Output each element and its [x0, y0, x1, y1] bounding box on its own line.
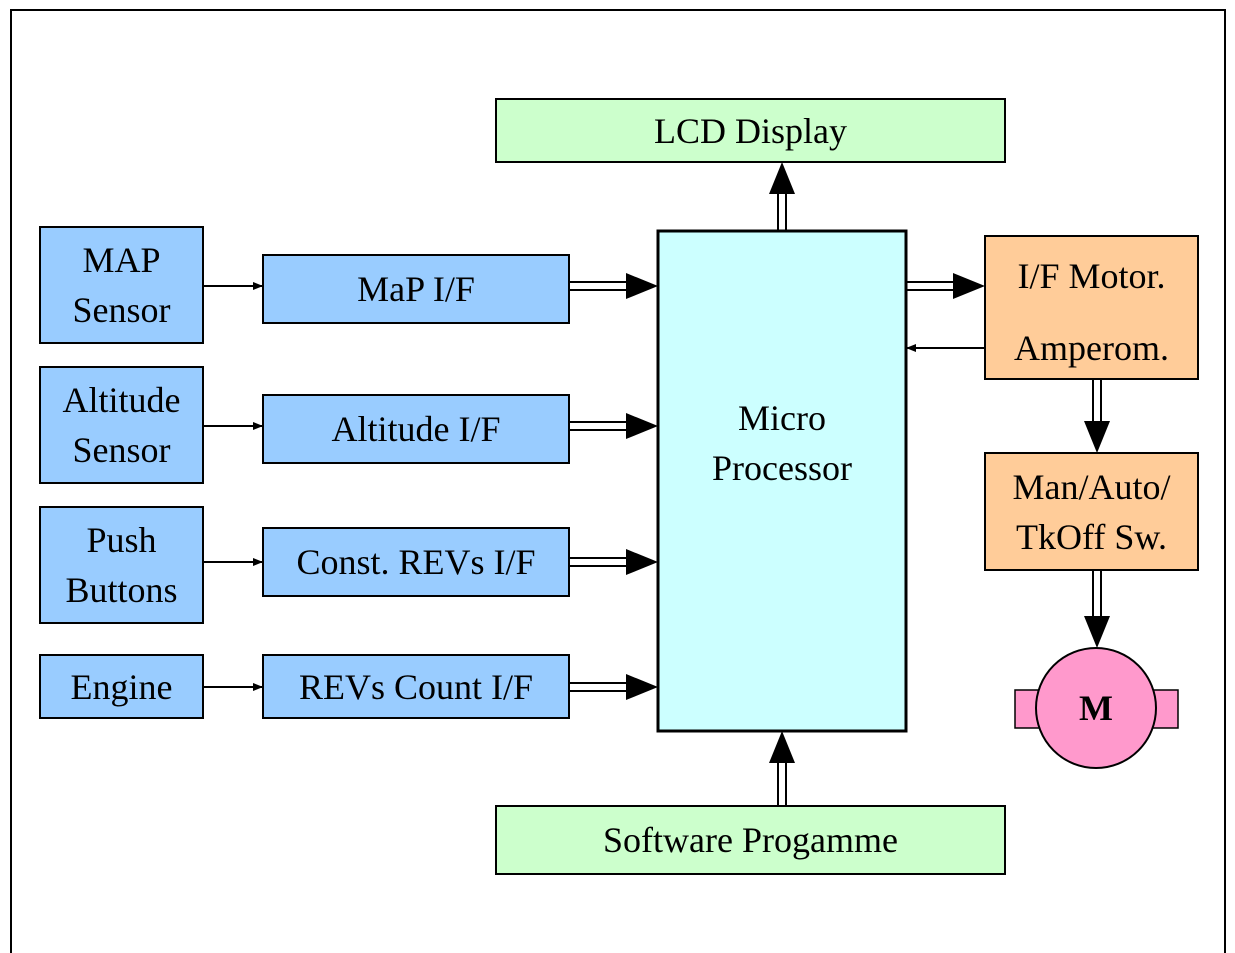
microprocessor-label: Micro Processor	[712, 398, 852, 488]
motor-label: M	[1079, 688, 1113, 728]
bus-const-revs-if	[569, 549, 658, 575]
revs-count-if-box	[262, 654, 570, 719]
altitude-if-label: Altitude I/F	[331, 409, 501, 449]
switch-box	[984, 452, 1199, 571]
bus-switch-to-motor	[1084, 570, 1110, 648]
engine-label: Engine	[70, 666, 173, 707]
lcd-display-label: LCD Display	[654, 110, 847, 151]
push-buttons-label: Push Buttons	[65, 520, 178, 610]
bus-motor-if-to-switch	[1084, 379, 1110, 453]
software-box	[495, 805, 1006, 875]
bus-processor-to-lcd	[769, 162, 795, 231]
map-if-label: MaP I/F	[357, 269, 475, 309]
switch-label: Man/Auto/ TkOff Sw.	[1012, 466, 1171, 557]
altitude-sensor-label: Altitude Sensor	[62, 380, 181, 470]
bus-map-if	[569, 273, 658, 299]
outer-frame	[10, 9, 1226, 953]
motor-circle	[1035, 647, 1157, 769]
motor-if-label-line2: Amperom.	[1014, 328, 1169, 368]
microprocessor-box	[656, 229, 908, 733]
bus-software-to-processor	[769, 731, 795, 806]
revs-count-if-label: REVs Count I/F	[298, 666, 534, 707]
const-revs-if-label: Const. REVs I/F	[296, 542, 536, 582]
push-buttons-box	[39, 506, 204, 624]
lcd-display-box	[495, 98, 1006, 163]
bus-revs-count-if	[569, 674, 658, 700]
software-label: Software Progamme	[603, 820, 898, 860]
altitude-if-box	[262, 394, 570, 464]
altitude-sensor-box	[39, 366, 204, 484]
bus-processor-to-motor-if	[906, 273, 985, 299]
map-sensor-label: MAP Sensor	[72, 240, 171, 330]
motor-if-label-line1: I/F Motor.	[1017, 256, 1166, 296]
bus-altitude-if	[569, 413, 658, 439]
motor-if-box	[984, 235, 1199, 380]
